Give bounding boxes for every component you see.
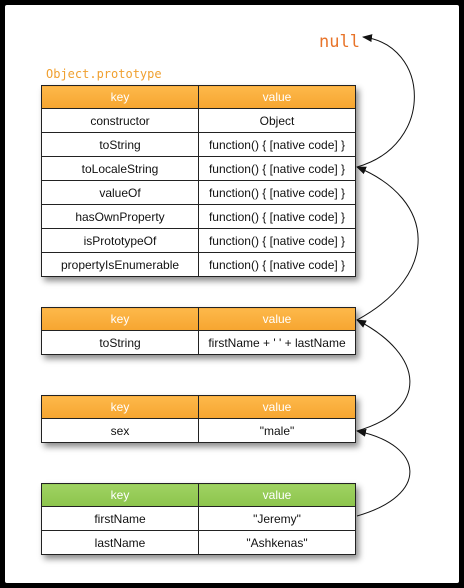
row-value: "Ashkenas" <box>198 530 356 555</box>
header-key: key <box>41 395 199 419</box>
arrow-instance-to-sex <box>356 428 411 517</box>
table-row: lastName "Ashkenas" <box>41 530 356 555</box>
table-row: toString function() { [native code] } <box>41 132 356 157</box>
header-key: key <box>41 85 199 109</box>
header-key: key <box>41 483 199 507</box>
table-row: sex "male" <box>41 418 356 443</box>
row-value: "male" <box>198 418 356 443</box>
row-value: Object <box>198 108 356 133</box>
object-prototype-table: key value constructor Object toString fu… <box>41 85 356 277</box>
row-value: function() { [native code] } <box>198 228 356 253</box>
diagram-canvas: null Object.prototype key value construc… <box>5 5 459 583</box>
instance-table: key value firstName "Jeremy" lastName "A… <box>41 483 356 555</box>
arrow-object-prototype-to-null <box>356 34 415 168</box>
table-row: hasOwnProperty function() { [native code… <box>41 204 356 229</box>
table-header-row: key value <box>41 395 356 419</box>
row-value: function() { [native code] } <box>198 180 356 205</box>
table-header-row: key value <box>41 85 356 109</box>
header-value: value <box>198 483 356 507</box>
row-key: lastName <box>41 530 199 555</box>
row-key: isPrototypeOf <box>41 228 199 253</box>
table-header-row: key value <box>41 483 356 507</box>
table-row: isPrototypeOf function() { [native code]… <box>41 228 356 253</box>
row-key: hasOwnProperty <box>41 204 199 229</box>
table-row: propertyIsEnumerable function() { [nativ… <box>41 252 356 277</box>
prototype-chain-arrows <box>356 34 419 517</box>
table-row: valueOf function() { [native code] } <box>41 180 356 205</box>
arrow-tostring-to-object-prototype <box>356 166 419 321</box>
row-value: firstName + ' ' + lastName <box>198 330 356 355</box>
sex-prototype-table: key value sex "male" <box>41 395 356 443</box>
tostring-prototype-table: key value toString firstName + ' ' + las… <box>41 307 356 355</box>
header-value: value <box>198 307 356 331</box>
table-header-row: key value <box>41 307 356 331</box>
table-row: constructor Object <box>41 108 356 133</box>
object-prototype-label: Object.prototype <box>46 67 162 81</box>
row-key: toString <box>41 132 199 157</box>
row-key: valueOf <box>41 180 199 205</box>
row-key: sex <box>41 418 199 443</box>
row-key: toLocaleString <box>41 156 199 181</box>
table-row: toString firstName + ' ' + lastName <box>41 330 356 355</box>
row-key: propertyIsEnumerable <box>41 252 199 277</box>
header-key: key <box>41 307 199 331</box>
table-row: toLocaleString function() { [native code… <box>41 156 356 181</box>
row-value: function() { [native code] } <box>198 204 356 229</box>
arrow-sex-to-tostring <box>356 319 411 432</box>
row-key: constructor <box>41 108 199 133</box>
row-key: toString <box>41 330 199 355</box>
row-value: function() { [native code] } <box>198 252 356 277</box>
header-value: value <box>198 395 356 419</box>
null-label: null <box>319 32 360 52</box>
row-value: function() { [native code] } <box>198 156 356 181</box>
row-value: function() { [native code] } <box>198 132 356 157</box>
